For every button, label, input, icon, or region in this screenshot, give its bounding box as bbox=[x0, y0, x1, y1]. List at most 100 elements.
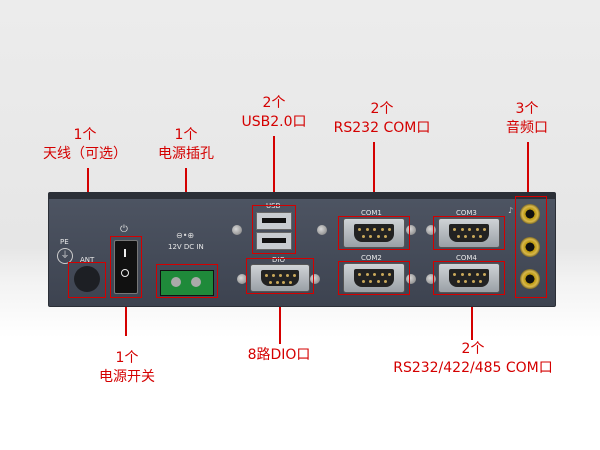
connector-pin bbox=[282, 281, 286, 284]
connector-pin bbox=[358, 273, 361, 276]
com4-port[interactable] bbox=[438, 263, 500, 293]
usb-port-1[interactable] bbox=[256, 212, 292, 230]
panel-screw bbox=[317, 225, 327, 235]
com-rs232-highlight-2 bbox=[338, 261, 410, 295]
power-symbol-icon: ⏻ bbox=[120, 224, 128, 235]
connector-pin bbox=[468, 228, 471, 231]
power-input-label: 1个电源插孔 bbox=[158, 127, 214, 162]
connector-pin bbox=[365, 273, 369, 276]
connector-pin bbox=[365, 228, 369, 231]
connector-pin bbox=[384, 280, 387, 283]
dc-in-label: 12V DC IN bbox=[168, 243, 204, 251]
connector-pin bbox=[460, 228, 464, 231]
connector-pin bbox=[369, 235, 373, 238]
panel-screw bbox=[426, 225, 436, 235]
connector-pin bbox=[373, 273, 376, 276]
connector-pin bbox=[293, 274, 296, 277]
connector-shell bbox=[449, 224, 489, 242]
connector-pin bbox=[483, 228, 486, 231]
com-multi-highlight bbox=[433, 216, 505, 250]
connector-pin bbox=[369, 280, 373, 283]
connector-pin bbox=[464, 235, 468, 238]
connector-pin bbox=[479, 280, 482, 283]
com2-label: COM2 bbox=[361, 254, 382, 262]
usb-port-2[interactable] bbox=[256, 232, 292, 250]
power-switch[interactable] bbox=[114, 240, 138, 294]
panel-screw bbox=[406, 274, 416, 284]
panel-top-rim bbox=[49, 193, 555, 199]
connector-shell bbox=[261, 270, 299, 286]
com1-port[interactable] bbox=[343, 218, 405, 248]
connector-shell bbox=[354, 224, 394, 242]
antenna-port[interactable] bbox=[74, 266, 100, 292]
power-switch-label: 1个电源开关 bbox=[99, 350, 155, 385]
connector-pin bbox=[479, 235, 482, 238]
connector-pin bbox=[483, 273, 486, 276]
connector-pin bbox=[460, 273, 464, 276]
dio-highlight bbox=[246, 258, 314, 294]
ground-icon: ⏚ bbox=[57, 248, 73, 264]
com3-port[interactable] bbox=[438, 218, 500, 248]
terminal-screw-right bbox=[191, 277, 201, 287]
audio-icon: ♪ bbox=[508, 206, 514, 215]
com-rs232-leader bbox=[373, 142, 375, 216]
connector-pin bbox=[471, 235, 475, 238]
connector-pin bbox=[468, 273, 471, 276]
switch-on-mark bbox=[124, 249, 126, 257]
ant-label: ANT bbox=[80, 256, 95, 264]
dio-port[interactable] bbox=[250, 264, 310, 292]
connector-pin bbox=[384, 235, 387, 238]
usb-slot bbox=[262, 218, 286, 223]
com4-label: COM4 bbox=[456, 254, 477, 262]
connector-pin bbox=[269, 281, 272, 284]
dio-label: 8路DIO口 bbox=[247, 347, 311, 363]
connector-pin bbox=[376, 235, 380, 238]
connector-pin bbox=[362, 235, 365, 238]
audio-port-1[interactable] bbox=[520, 204, 540, 224]
connector-pin bbox=[289, 281, 292, 284]
connector-pin bbox=[275, 281, 279, 284]
switch-off-mark bbox=[121, 269, 129, 277]
connector-pin bbox=[373, 228, 376, 231]
connector-pin bbox=[475, 273, 479, 276]
connector-pin bbox=[272, 274, 275, 277]
com3-label: COM3 bbox=[456, 209, 477, 217]
connector-pin bbox=[453, 228, 456, 231]
connector-pin bbox=[376, 280, 380, 283]
connector-pin bbox=[453, 273, 456, 276]
panel-screw bbox=[426, 274, 436, 284]
connector-pin bbox=[457, 235, 460, 238]
com-multi-leader bbox=[471, 292, 473, 340]
antenna-highlight bbox=[68, 262, 106, 298]
panel-screw bbox=[310, 274, 320, 284]
panel-screw bbox=[237, 274, 247, 284]
connector-pin bbox=[380, 228, 384, 231]
connector-pin bbox=[388, 273, 391, 276]
audio-port-2[interactable] bbox=[520, 237, 540, 257]
dc-polarity-icon: ⊖•⊕ bbox=[176, 231, 195, 240]
connector-shell bbox=[449, 269, 489, 287]
dio-port-label: DIO bbox=[272, 256, 285, 264]
antenna-label: 1个天线（可选） bbox=[43, 127, 127, 162]
pe-label: PE bbox=[60, 238, 69, 246]
connector-pin bbox=[362, 280, 365, 283]
connector-pin bbox=[471, 280, 475, 283]
dc-in-highlight bbox=[156, 264, 218, 298]
com-rs232-highlight bbox=[338, 216, 410, 250]
connector-pin bbox=[358, 228, 361, 231]
power-switch-highlight bbox=[110, 236, 142, 298]
usb-slot bbox=[262, 238, 286, 243]
power-switch-leader bbox=[125, 298, 127, 336]
audio-port-3[interactable] bbox=[520, 269, 540, 289]
usb-leader bbox=[273, 136, 275, 204]
connector-pin bbox=[380, 273, 384, 276]
connector-pin bbox=[279, 274, 282, 277]
audio-label: 3个音频口 bbox=[506, 101, 548, 136]
panel-screw bbox=[406, 225, 416, 235]
com2-port[interactable] bbox=[343, 263, 405, 293]
connector-pin bbox=[388, 228, 391, 231]
dc-terminal-block[interactable] bbox=[160, 270, 214, 296]
connector-pin bbox=[457, 280, 460, 283]
